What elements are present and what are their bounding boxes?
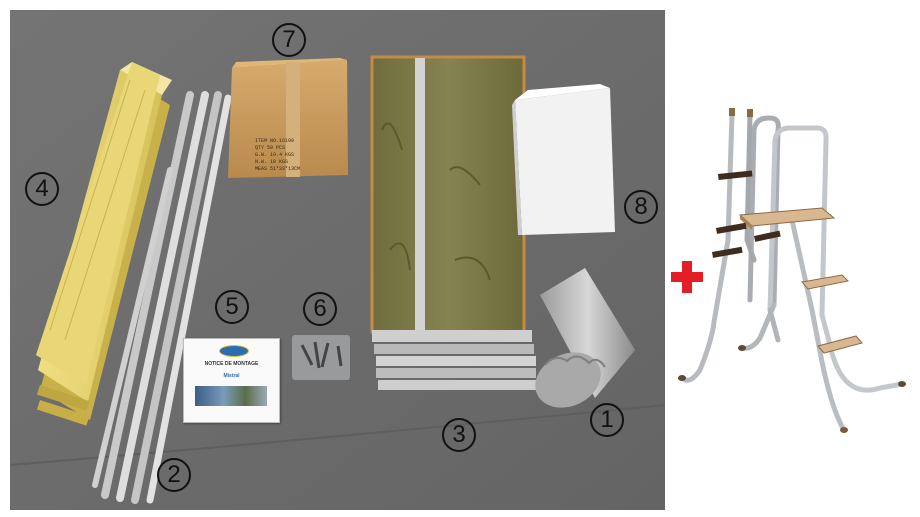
callout-3: 3 (442, 418, 476, 452)
callout-4: 4 (25, 172, 59, 206)
callout-7: 7 (272, 23, 306, 57)
deck-boards (370, 55, 538, 390)
aluminium-rails (92, 91, 232, 504)
box-label-line: ITEM NO.16199 (255, 138, 295, 144)
instruction-manual: NOTICE DE MONTAGE Mistral (183, 338, 280, 423)
callout-2: 2 (157, 458, 191, 492)
callout-8: 8 (624, 190, 658, 224)
brand-logo (219, 345, 249, 357)
manual-title: NOTICE DE MONTAGE (204, 361, 259, 367)
box-label-line: G.W. 10.4 KGS (255, 152, 295, 158)
pool-ladder-image (678, 108, 906, 433)
rolled-slats (535, 268, 635, 408)
wood-planks (36, 62, 172, 426)
callout-1: 1 (590, 403, 624, 437)
callout-5: 5 (215, 290, 249, 324)
manual-photo (195, 386, 267, 406)
box-label-line: N.W. 10 KGS (255, 159, 289, 165)
callout-6: 6 (303, 292, 337, 326)
box-label-line: MEAS 51*33*13CM (255, 166, 301, 172)
plus-icon (671, 261, 703, 293)
parts-photo (10, 10, 665, 510)
hardware-bag (292, 335, 350, 380)
white-box (512, 84, 615, 235)
cardboard-box (228, 58, 348, 178)
box-label-line: QTY 50 PCS (255, 145, 286, 151)
box-label: ITEM NO.16199 QTY 50 PCS G.W. 10.4 KGS N… (255, 138, 335, 173)
manual-brand: Mistral (223, 373, 240, 379)
